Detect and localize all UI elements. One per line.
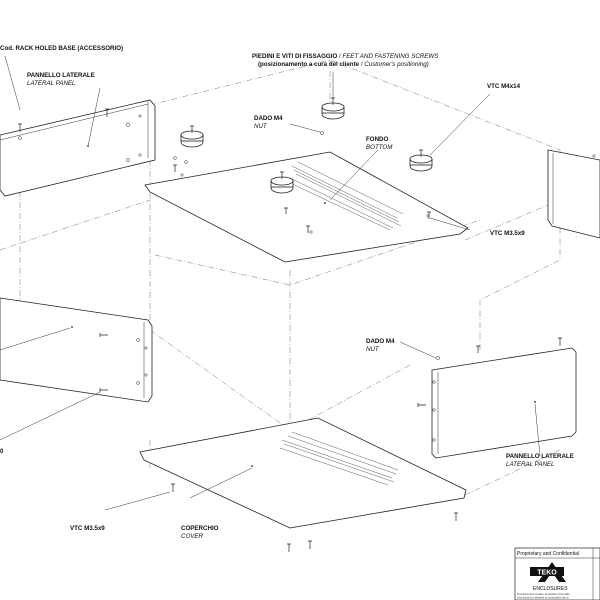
feet-sub-en: Customer's positioning): [364, 61, 428, 68]
note-line-1: This document contains proprietary infor…: [517, 592, 570, 596]
feet-sep: /: [339, 53, 342, 60]
bottom-vent-slots: [287, 161, 404, 231]
vtc-m35-right-label: VTC M3.5x9: [490, 230, 525, 237]
lateral-panel-right-label-en: LATERAL PANEL: [506, 461, 555, 468]
header-code-label: Cod. RACK HOLED BASE (ACCESSORIO): [0, 45, 123, 52]
leader-lines: [0, 55, 541, 511]
vtc-m4-label: VTC M4x14: [487, 83, 521, 90]
feet-label: PIEDINI E VITI DI FISSAGGIO / FEET AND F…: [252, 53, 439, 60]
proprietary-label: Proprietary and Confidential: [517, 551, 579, 557]
foot-3: [270, 171, 294, 194]
feet-label-en: FEET AND FASTENING SCREWS: [342, 53, 439, 60]
bottom-label: FONDO: [366, 136, 389, 143]
nut-top-label-en: NUT: [254, 123, 268, 130]
cover-plate: [139, 417, 467, 552]
nuts-top: [173, 131, 431, 233]
vtc-m35-left-label: VTC M3.5x9: [70, 525, 105, 532]
cover-label: COPERCHIO: [181, 525, 219, 532]
brand-label: TEKO: [537, 570, 557, 577]
nut-mid-label: DADO M4: [366, 338, 395, 345]
note-line-2: information be released to unintended us…: [517, 596, 569, 600]
teko-logo: TEKO: [530, 562, 566, 582]
foot-2: [321, 97, 345, 120]
cover-label-en: COVER: [181, 533, 204, 540]
lateral-panel-left-label: PANNELLO LATERALE: [27, 72, 95, 79]
lateral-panel-left-label-en: LATERAL PANEL: [27, 80, 76, 87]
foot-4: [409, 149, 433, 172]
cover-vent-slots: [279, 431, 399, 486]
screws-top-left: [18, 108, 109, 140]
feet-sub-it: (posizionamento a cura del cliente: [258, 61, 360, 68]
brand-sub-label: ENCLOSURES: [533, 586, 568, 592]
nut-top-label: DADO M4: [254, 115, 283, 122]
title-block: Proprietary and Confidential TEKO ENCLOS…: [514, 547, 600, 600]
feet-label-it: PIEDINI E VITI DI FISSAGGIO: [252, 53, 337, 60]
edge-cut-label: 0: [0, 448, 4, 455]
bottom-plate: [144, 151, 469, 263]
feet-sub-sep: /: [361, 61, 364, 68]
lateral-panel-right: [417, 337, 577, 459]
lateral-panel-left: [0, 297, 153, 403]
nut-mid-label-en: NUT: [366, 346, 380, 353]
feet-sub-label: (posizionamento a cura del cliente / Cus…: [258, 61, 429, 68]
bottom-label-en: BOTTOM: [366, 144, 393, 151]
lateral-panel-top-left: [0, 99, 156, 197]
lateral-panel-top-right: [547, 149, 600, 239]
lateral-panel-right-label: PANNELLO LATERALE: [506, 453, 574, 460]
foot-1: [180, 125, 204, 148]
